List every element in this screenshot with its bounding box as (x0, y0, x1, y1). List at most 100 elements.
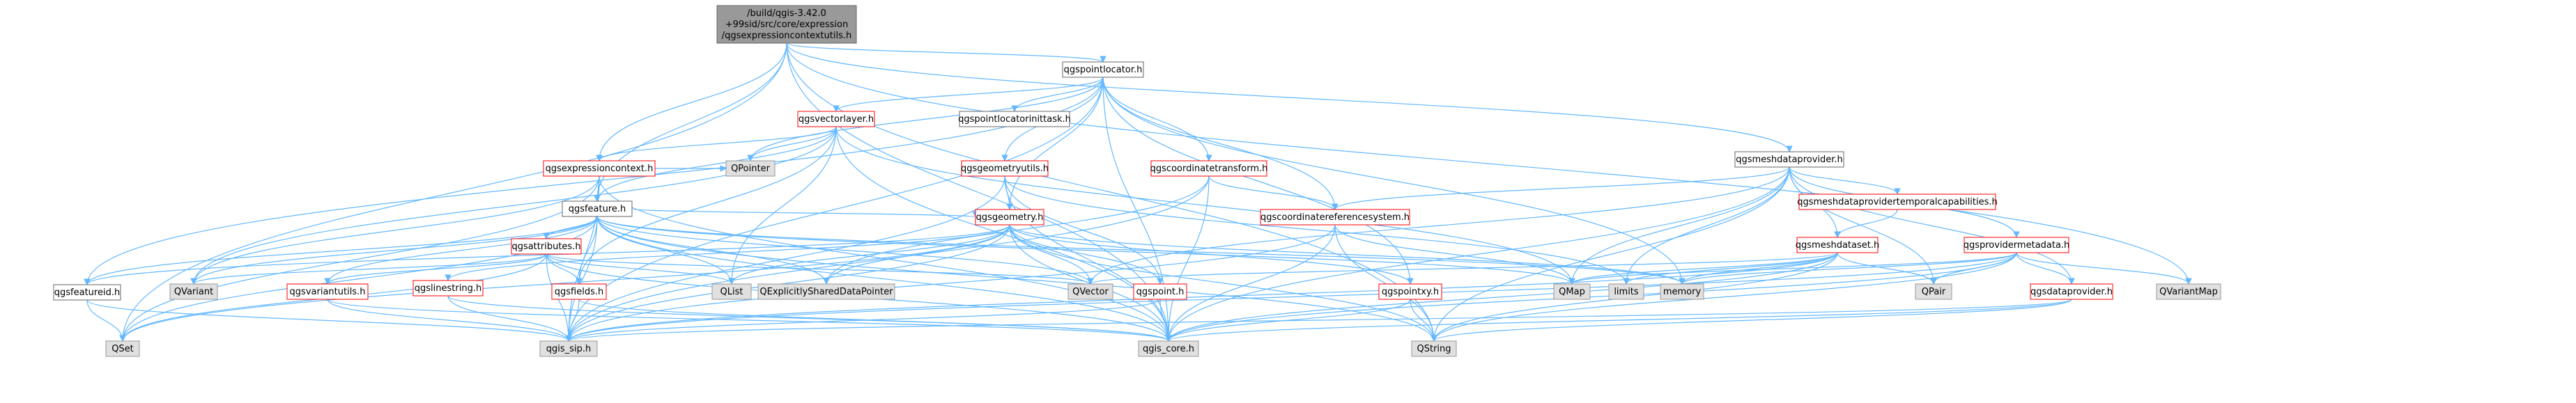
node-QPointer[interactable]: QPointer (725, 160, 776, 177)
node-box-qgsexpressioncontext (543, 160, 656, 177)
node-label-QString: QString (1417, 344, 1451, 354)
node-label-qgsdataprovider: qgsdataprovider.h (2030, 287, 2113, 297)
edge-qgsfeature-to-qgsvariantutils (324, 216, 598, 285)
node-qgsmeshdataprovider[interactable]: qgsmeshdataprovider.h (1734, 151, 1844, 168)
node-label-qgsgeometryutils: qgsgeometryutils.h (961, 164, 1049, 174)
edge-qgsmeshdataset-to-QPair (1837, 252, 1937, 285)
node-box-memory (1660, 283, 1704, 300)
edge-qgsgeometry-to-QVector (1009, 224, 1094, 285)
node-qgspointxy[interactable]: qgspointxy.h (1378, 283, 1442, 300)
node-label-qgsexpressioncontext: qgsexpressioncontext.h (546, 164, 654, 174)
node-box-qgsfields (551, 283, 607, 300)
node-qgsfeatureid[interactable]: qgsfeatureid.h (53, 284, 121, 301)
node-box-qgsmeshdataprovider (1734, 151, 1844, 168)
node-box-qgsgeometry (975, 209, 1044, 226)
node-box-qgspoint (1133, 283, 1187, 300)
node-label-qgsfeature: qgsfeature.h (569, 204, 626, 214)
node-label-QMap: QMap (1559, 287, 1585, 297)
node-box-qgsmeshdataset (1796, 237, 1879, 253)
edge-qgsmeshdataset-to-qgis_sip (565, 252, 1838, 342)
edge-qgspointlocator-to-qgscoordinatereferencesystem (1102, 77, 1339, 210)
node-QPair[interactable]: QPair (1915, 283, 1952, 300)
edge-qgspoint-to-qgis_sip (565, 299, 1161, 342)
edge-qgsmeshdataprovider-to-QString (1430, 166, 1790, 342)
edge-qgsfeature-to-qgsgeometry (631, 208, 979, 218)
node-memory[interactable]: memory (1660, 283, 1704, 300)
node-QExplicitlySharedDataPointer[interactable]: QExplicitlySharedDataPointer (757, 283, 895, 300)
node-QString[interactable]: QString (1411, 340, 1457, 357)
node-label-QVariant: QVariant (174, 287, 213, 297)
node-qgsmeshdataprovidertemporalcapabilities[interactable]: qgsmeshdataprovidertemporalcapabilities.… (1797, 193, 1998, 210)
node-box-qgis_core (1138, 340, 1199, 357)
edge-qgscoordinatereferencesystem-to-QMap (1334, 224, 1575, 285)
edge-qgsmeshdataprovider-to-qgscoordinatereferencesystem (1332, 166, 1790, 210)
node-root[interactable]: /build/qgis-3.42.0+99sid/src/core/expres… (716, 5, 857, 44)
node-qgscoordinatereferencesystem[interactable]: qgscoordinatereferencesystem.h (1260, 209, 1410, 226)
node-label-qgsvariantutils: qgsvariantutils.h (290, 287, 366, 297)
edge-root-to-QVariantMap (786, 42, 2192, 285)
node-qgsvectorlayer[interactable]: qgsvectorlayer.h (797, 111, 875, 127)
node-limits[interactable]: limits (1608, 283, 1644, 300)
edge-qgsfeature-to-memory (596, 216, 1686, 285)
node-QMap[interactable]: QMap (1553, 283, 1591, 300)
node-box-qgspointlocatorinittask (959, 111, 1070, 127)
node-qgspointlocatorinittask[interactable]: qgspointlocatorinittask.h (958, 111, 1071, 127)
node-label-qgscoordinatetransform: qgscoordinatetransform.h (1150, 164, 1268, 174)
node-qgspointlocator[interactable]: qgspointlocator.h (1062, 61, 1144, 78)
node-qgsdataprovider[interactable]: qgsdataprovider.h (2030, 283, 2113, 300)
edge-qgsexpressioncontext-to-QVariant (190, 175, 600, 285)
edge-qgspointxy-to-QString (1410, 299, 1437, 342)
node-box-qgsdataprovider (2030, 283, 2113, 300)
edge-qgspointlocator-to-qgscoordinatetransform (1102, 77, 1212, 161)
node-qgsfeature[interactable]: qgsfeature.h (562, 200, 633, 217)
edge-qgsfeature-to-QMap (596, 216, 1575, 285)
edge-qgsdataprovider-to-qgis_core (1165, 299, 2072, 342)
node-qgscoordinatetransform[interactable]: qgscoordinatetransform.h (1150, 160, 1268, 177)
edge-qgsprovidermetadata-to-memory (1679, 252, 2017, 285)
node-box-QExplicitlySharedDataPointer (757, 283, 895, 300)
node-qgsprovidermetadata[interactable]: qgsprovidermetadata.h (1964, 237, 2070, 253)
node-QList[interactable]: QList (711, 283, 752, 300)
edge-qgscoordinatetransform-to-qgis_sip (565, 175, 1210, 342)
node-box-qgscoordinatetransform (1150, 160, 1267, 177)
node-label-QVector: QVector (1072, 287, 1109, 297)
node-qgsgeometryutils[interactable]: qgsgeometryutils.h (961, 160, 1049, 177)
edge-qgsprovidermetadata-to-qgsdataprovider (2016, 252, 2075, 285)
edge-qgsgeometryutils-to-qgis_core (1004, 175, 1172, 342)
edge-qgsmeshdataset-to-qgis_core (1165, 252, 1838, 342)
node-qgis_core[interactable]: qgis_core.h (1138, 340, 1199, 357)
edge-qgsmeshdataprovidertemporalcapabilities-to-qgsmeshdataset (1834, 209, 1898, 238)
edge-qgscoordinatereferencesystem-to-QString (1334, 224, 1437, 342)
node-box-QMap (1553, 283, 1591, 300)
node-qgslinestring[interactable]: qgslinestring.h (412, 280, 484, 297)
node-QVariant[interactable]: QVariant (169, 283, 218, 300)
node-qgsgeometry[interactable]: qgsgeometry.h (975, 209, 1044, 226)
node-box-qgslinestring (412, 280, 484, 297)
node-label-QExplicitlySharedDataPointer: QExplicitlySharedDataPointer (759, 287, 893, 297)
node-QSet[interactable]: QSet (105, 340, 140, 357)
node-box-qgsprovidermetadata (1964, 237, 2069, 253)
edge-qgsprovidermetadata-to-QVariantMap (2016, 252, 2192, 285)
edge-qgsattributes-to-qgsvariantutils (324, 253, 547, 285)
node-box-root (716, 5, 857, 44)
edge-qgsfeature-to-qgis_core (596, 216, 1172, 342)
node-qgsvariantutils[interactable]: qgsvariantutils.h (286, 283, 369, 300)
node-QVector[interactable]: QVector (1067, 283, 1113, 300)
edge-qgsgeometry-to-qgspointxy (1009, 224, 1414, 285)
dependency-edges (84, 42, 2192, 342)
edge-qgsattributes-to-qgsfields (546, 253, 583, 285)
edge-qgsvectorlayer-to-qgsfeature (594, 126, 837, 202)
graph-nodes: /build/qgis-3.42.0+99sid/src/core/expres… (53, 5, 2221, 357)
edge-qgsexpressioncontext-to-qgis_core (599, 175, 1172, 342)
node-qgis_sip[interactable]: qgis_sip.h (539, 340, 598, 357)
edge-qgsfeature-to-qgsattributes (543, 216, 598, 239)
node-qgsfields[interactable]: qgsfields.h (551, 283, 607, 300)
node-qgsexpressioncontext[interactable]: qgsexpressioncontext.h (543, 160, 656, 177)
node-qgspoint[interactable]: qgspoint.h (1133, 283, 1187, 300)
node-QVariantMap[interactable]: QVariantMap (2156, 283, 2221, 300)
node-qgsmeshdataset[interactable]: qgsmeshdataset.h (1796, 237, 1879, 253)
node-qgsattributes[interactable]: qgsattributes.h (511, 238, 582, 255)
edge-qgsfeature-to-qgsfeatureid (84, 216, 598, 285)
node-box-QVariant (169, 283, 218, 300)
